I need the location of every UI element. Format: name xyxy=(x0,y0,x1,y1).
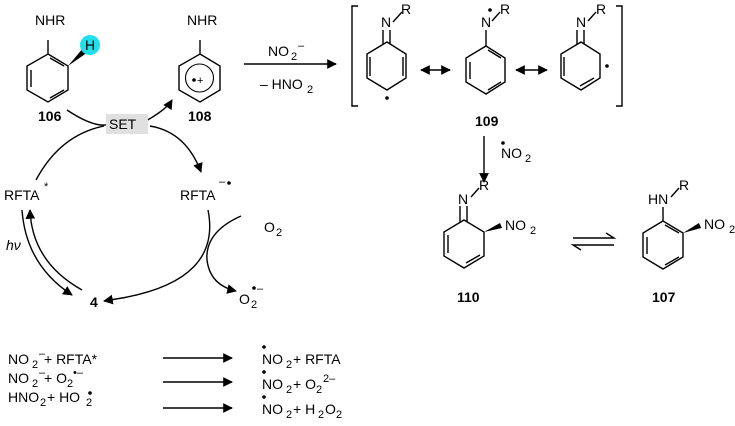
svg-text:NO: NO xyxy=(8,370,29,386)
svg-text:N: N xyxy=(481,14,491,30)
svg-text:2: 2 xyxy=(86,397,92,409)
svg-text:2: 2 xyxy=(276,227,282,239)
svg-text:*: * xyxy=(44,181,49,193)
svg-text:2: 2 xyxy=(40,397,46,409)
svg-text:NO: NO xyxy=(505,217,526,233)
svg-text:2–: 2– xyxy=(323,373,336,385)
set-box xyxy=(106,114,148,134)
rfta-radical: RFTA xyxy=(180,187,216,203)
reagent-hno2: – HNO xyxy=(260,76,303,92)
reagent-no2-radical: NO xyxy=(501,145,522,161)
nhr-label-106: NHR xyxy=(35,12,65,28)
svg-text:–: – xyxy=(39,348,46,360)
label-110: 110 xyxy=(457,289,480,305)
reagent-no2-minus: NO xyxy=(268,43,289,59)
svg-text:R: R xyxy=(401,1,411,17)
svg-text:–: – xyxy=(298,40,305,52)
svg-text:2: 2 xyxy=(729,224,735,236)
svg-text:R: R xyxy=(500,1,510,17)
svg-text:2: 2 xyxy=(286,384,292,396)
svg-text:NO: NO xyxy=(8,351,29,367)
svg-text:NO: NO xyxy=(262,401,283,417)
compound-110: N R NO 2 110 xyxy=(443,177,536,305)
svg-text:R: R xyxy=(679,177,689,193)
svg-text:+ RFTA*: + RFTA* xyxy=(44,351,98,367)
light-hv: hν xyxy=(6,237,21,253)
compound-106: NHR H 106 xyxy=(26,12,100,124)
equilibrium-arrows xyxy=(570,232,617,251)
svg-text:+ O: + O xyxy=(293,376,316,392)
svg-text:+ HO: + HO xyxy=(47,389,80,405)
svg-text:+ H: + H xyxy=(293,401,315,417)
svg-text:–: – xyxy=(257,283,264,295)
svg-text:+ O: + O xyxy=(44,370,67,386)
svg-text:–: – xyxy=(219,176,226,188)
svg-text:2: 2 xyxy=(251,299,257,311)
compound-109-resonance-c: N R xyxy=(560,1,609,91)
svg-text:•–: •– xyxy=(73,367,84,379)
compound-108: NHR + 108 xyxy=(178,12,221,124)
svg-text:O: O xyxy=(325,401,336,417)
label-109: 109 xyxy=(475,113,499,129)
rfta-excited: RFTA xyxy=(4,187,40,203)
radical-cation-charge: + xyxy=(197,75,203,87)
equation-3: HNO 2 + HO 2 NO 2 + H 2 O 2 xyxy=(8,389,342,421)
arrow-109-to-110: NO 2 xyxy=(479,136,531,183)
svg-text:+ RFTA: + RFTA xyxy=(293,351,341,367)
svg-text:2: 2 xyxy=(525,153,531,165)
h-atom-label: H xyxy=(85,37,95,53)
set-label: SET xyxy=(109,116,137,132)
svg-text:2: 2 xyxy=(67,378,73,390)
svg-text:HN: HN xyxy=(648,191,668,207)
label-108: 108 xyxy=(188,108,212,124)
arrow-108-to-109: NO 2 – – HNO 2 xyxy=(244,40,337,96)
svg-text:–: – xyxy=(39,367,46,379)
compound-107: HN R NO 2 107 xyxy=(642,177,735,305)
nhr-label-108: NHR xyxy=(187,12,217,28)
o2-out: O xyxy=(239,291,250,307)
svg-text:2: 2 xyxy=(530,225,536,237)
svg-text:NO: NO xyxy=(262,351,283,367)
svg-text:N: N xyxy=(576,14,586,30)
svg-text:2: 2 xyxy=(316,384,322,396)
svg-text:2: 2 xyxy=(286,409,292,421)
compound-109-resonance-a: N R xyxy=(366,1,411,100)
svg-text:2: 2 xyxy=(32,359,38,371)
o2-in: O xyxy=(264,219,275,235)
equation-2: NO 2 – + O 2 •– NO 2 + O 2 2– xyxy=(8,367,336,396)
svg-text:2: 2 xyxy=(307,84,313,96)
svg-text:2: 2 xyxy=(336,409,342,421)
svg-text:NO: NO xyxy=(262,376,283,392)
svg-text:N: N xyxy=(458,191,468,207)
svg-text:2: 2 xyxy=(286,359,292,371)
catalyst-4: 4 xyxy=(90,294,98,310)
svg-text:2: 2 xyxy=(32,378,38,390)
svg-text:R: R xyxy=(479,177,489,193)
photocatalytic-cycle: SET RFTA * RFTA – 4 hν O 2 O 2 – xyxy=(4,99,282,311)
svg-text:R: R xyxy=(596,1,606,17)
svg-text:2: 2 xyxy=(318,409,324,421)
compound-109-resonance-b: N R xyxy=(465,1,510,95)
label-106: 106 xyxy=(38,108,62,124)
equation-1: NO 2 – + RFTA* NO 2 + RFTA xyxy=(8,345,341,371)
resonance-bracket xyxy=(351,5,623,107)
svg-text:2: 2 xyxy=(291,51,297,63)
svg-text:HNO: HNO xyxy=(8,389,39,405)
svg-text:NO: NO xyxy=(704,216,725,232)
svg-text:N: N xyxy=(381,14,391,30)
highlight-atom-circle xyxy=(80,35,100,55)
label-107: 107 xyxy=(652,289,676,305)
